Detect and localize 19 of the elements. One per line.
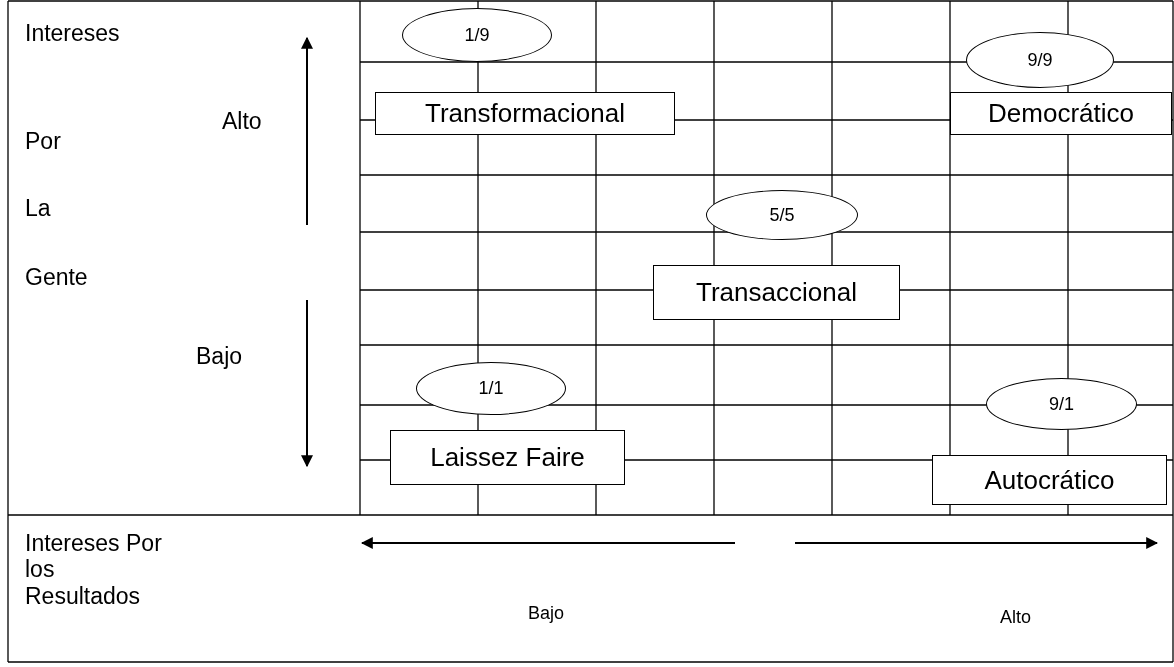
- style-box: Transaccional: [653, 265, 900, 320]
- axis-level-label: Alto: [1000, 607, 1032, 628]
- score-ellipse: 9/1: [986, 378, 1137, 430]
- axis-level-label: Alto: [222, 108, 262, 135]
- style-box: Democrático: [950, 92, 1172, 135]
- axis-level-label: Bajo: [528, 603, 565, 624]
- axis-title: Por: [25, 128, 61, 155]
- axis-title: Intereses Por los Resultados: [25, 530, 163, 610]
- axis-title: Intereses: [25, 20, 120, 47]
- score-ellipse: 1/9: [402, 8, 552, 62]
- axis-level-label: Bajo: [196, 343, 243, 370]
- style-box: Autocrático: [932, 455, 1167, 505]
- style-box: Laissez Faire: [390, 430, 625, 485]
- style-box: Transformacional: [375, 92, 675, 135]
- score-ellipse: 5/5: [706, 190, 858, 240]
- score-ellipse: 9/9: [966, 32, 1114, 88]
- axis-title: Gente: [25, 264, 88, 291]
- axis-title: La: [25, 195, 51, 222]
- score-ellipse: 1/1: [416, 362, 566, 415]
